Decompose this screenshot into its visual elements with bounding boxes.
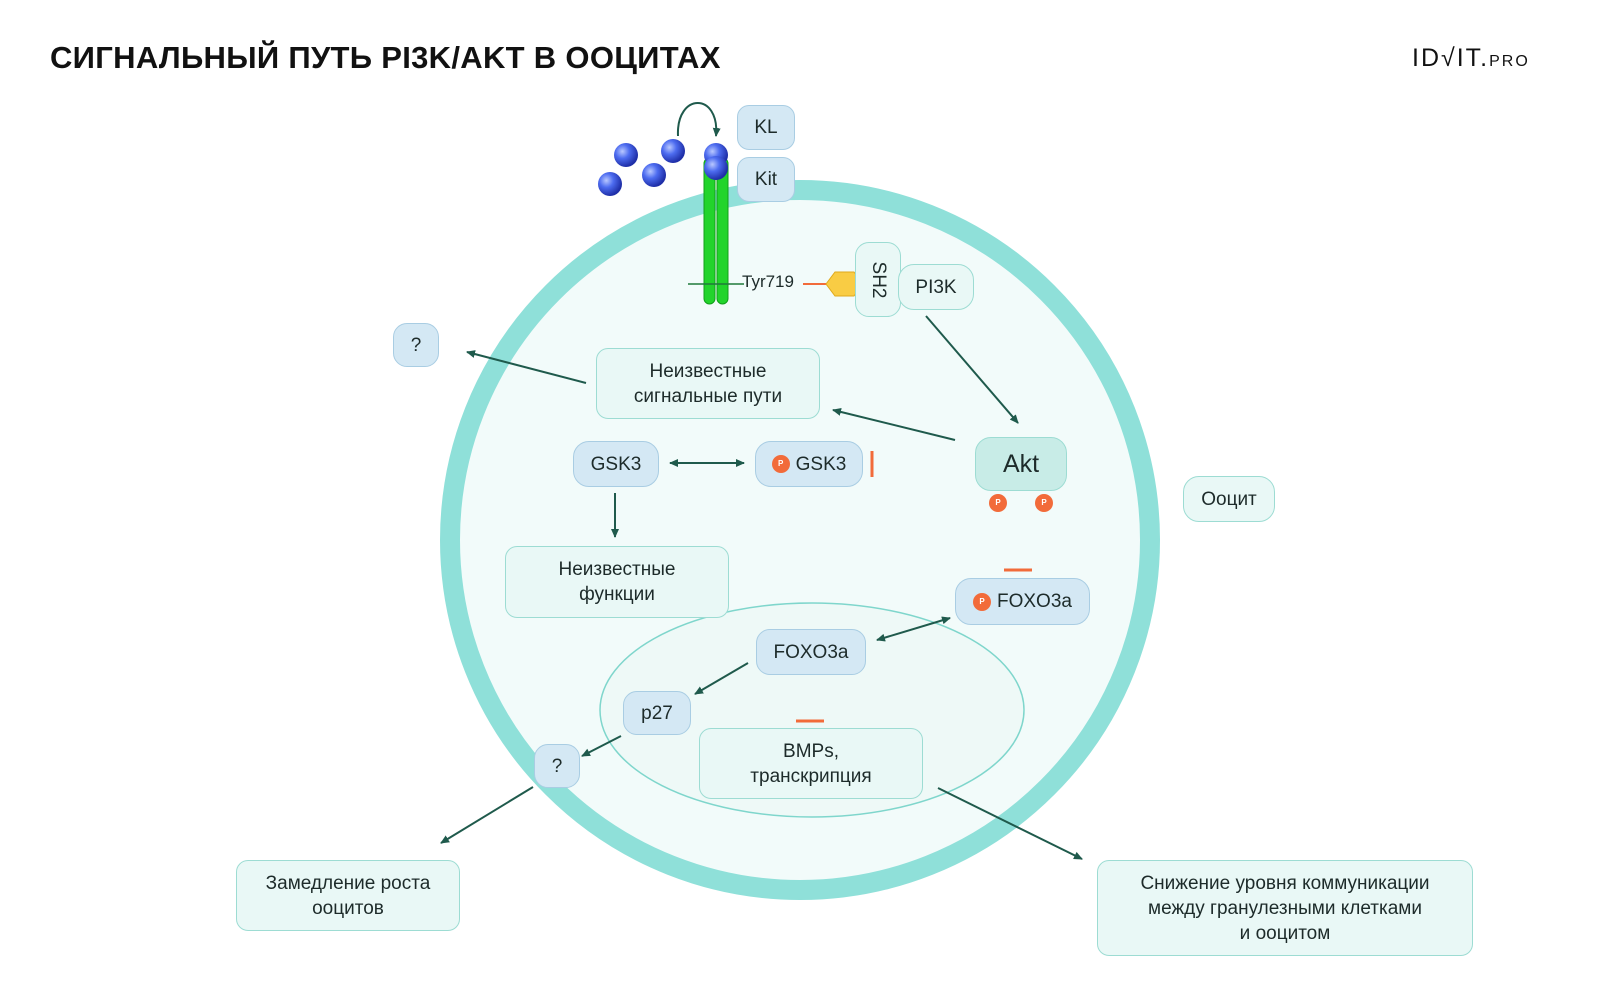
phospho-foxo3a-node: P FOXO3a	[955, 578, 1090, 625]
unknown-functions-node: Неизвестные функции	[505, 546, 729, 618]
arrow-bmps-communication	[937, 787, 1083, 860]
foxo3a-node: FOXO3a	[756, 629, 866, 675]
phospho-gsk3-node: P GSK3	[755, 441, 863, 487]
logo-suffix: PRO	[1489, 53, 1530, 70]
logo: ID√IT.PRO	[1412, 44, 1530, 73]
arrow-unknown-pathways-question	[466, 350, 587, 384]
phospho-badge: P	[973, 592, 991, 611]
kl-label: KL	[737, 105, 795, 150]
inhibition-akt-gsk3	[870, 451, 966, 477]
sh2-domain: SH2	[855, 242, 901, 317]
unknown-pathways-node: Неизвестные сигнальные пути	[596, 348, 820, 419]
arrow-p27-question	[581, 735, 622, 757]
growth-slowdown-node: Замедление роста ооцитов	[236, 860, 460, 931]
akt-node: Akt	[975, 437, 1067, 491]
p27-node: p27	[623, 691, 691, 735]
kit-label: Kit	[737, 157, 795, 202]
communication-node: Снижение уровня коммуникации между грану…	[1097, 860, 1473, 956]
arrow-pi3k-akt	[925, 315, 1019, 424]
oocyte-label: Ооцит	[1183, 476, 1275, 522]
question-top: ?	[393, 323, 439, 367]
question-bottom: ?	[534, 744, 580, 788]
phospho-foxo3a-label: FOXO3a	[997, 591, 1072, 612]
gsk3-node: GSK3	[573, 441, 659, 487]
arrow-question-growth	[440, 786, 534, 844]
tyr719-label: Tyr719	[742, 272, 794, 291]
inhibition-akt-foxo3a	[1004, 517, 1032, 572]
page-title: СИГНАЛЬНЫЙ ПУТЬ PI3K/AKT В ООЦИТАХ	[50, 40, 721, 75]
arrow-foxo3a-bidirectional	[876, 616, 951, 642]
ligand-binding-arrow	[676, 102, 721, 137]
pi3k-node: PI3K	[898, 264, 974, 310]
inhibition-foxo3a-bmps	[796, 679, 824, 723]
phospho-badge: P	[771, 455, 790, 473]
sh2-label: SH2	[868, 261, 889, 298]
kit-receptor	[688, 157, 744, 305]
arrow-foxo3a-p27	[694, 662, 749, 695]
akt-phospho-badge-1: P	[989, 494, 1007, 512]
bmps-node: BMPs, транскрипция	[699, 728, 923, 799]
logo-main: ID√IT.	[1412, 44, 1490, 72]
kl-ligand-molecules	[598, 139, 728, 196]
phospho-gsk3-label: GSK3	[795, 453, 847, 475]
akt-phospho-badge-2: P	[1035, 494, 1053, 512]
arrow-akt-unknown-pathways	[832, 408, 956, 441]
